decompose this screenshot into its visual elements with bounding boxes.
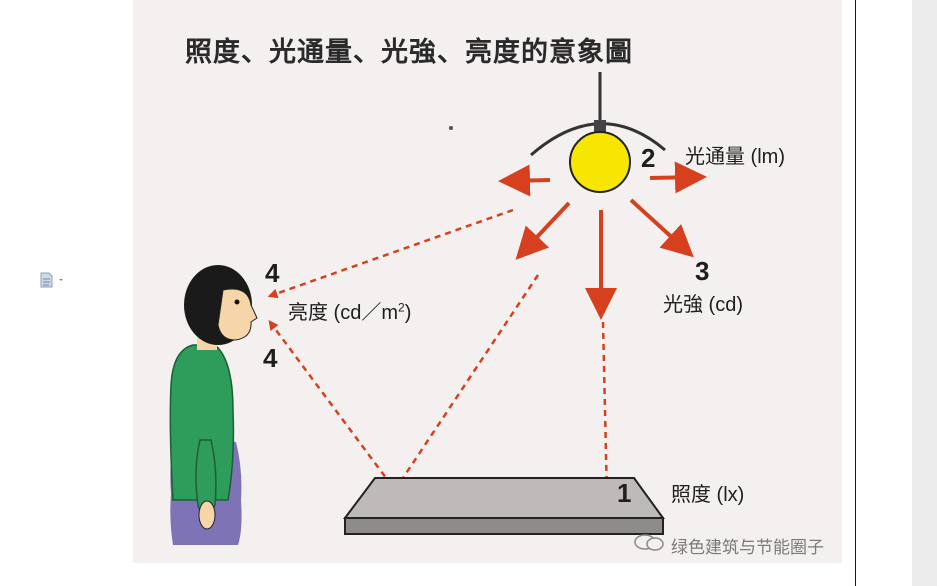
label-number-4-top: 4: [265, 258, 280, 288]
watermark-text: 绿色建筑与节能圈子: [671, 538, 824, 558]
label-number-3: 3: [695, 256, 710, 286]
luminous-rays: [498, 161, 707, 320]
luminance-close: ): [404, 302, 412, 324]
document-icon[interactable]: [40, 272, 66, 288]
luminance-text: 亮度 (cd／m: [288, 302, 398, 324]
label-luminous-intensity: 光強 (cd): [663, 294, 743, 316]
illustration: 照度、光通量、光強、亮度的意象圖 2 光通量 (lm) 3 光強 (cd) 4 …: [133, 0, 842, 563]
wechat-logo-icon: [633, 534, 667, 557]
reflection-paths: [267, 208, 612, 501]
label-luminance: 亮度 (cd／m2): [288, 296, 411, 325]
label-luminous-flux: 光通量 (lm): [685, 146, 785, 168]
watermark: 绿色建筑与节能圈子: [633, 533, 824, 558]
scrollbar[interactable]: [912, 0, 937, 586]
person: [169, 265, 258, 545]
figure-title: 照度、光通量、光強、亮度的意象圖: [185, 37, 633, 68]
page-divider: [855, 0, 856, 586]
luminance-superscript: 2: [398, 300, 405, 315]
illustration-drawing: [169, 72, 707, 545]
label-number-1: 1: [617, 478, 632, 508]
lamp: [530, 72, 666, 193]
light-bulb: [569, 131, 631, 193]
label-number-4-bottom: 4: [263, 343, 278, 373]
table: [343, 477, 665, 535]
label-number-2: 2: [641, 143, 656, 173]
label-illuminance: 照度 (lx): [671, 484, 745, 506]
